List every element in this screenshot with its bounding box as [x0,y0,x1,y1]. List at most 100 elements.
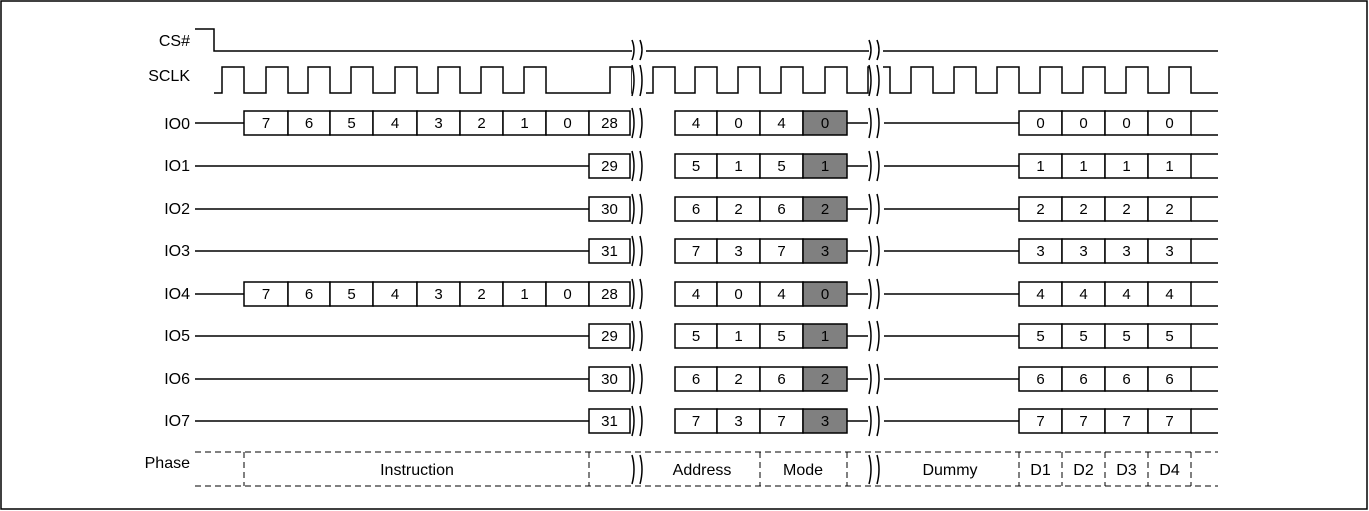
io6-address-bit: 6 [777,371,785,388]
io0-instruction-bit: 7 [262,115,270,132]
io2-data-tail [1191,196,1218,222]
io0-data-bit: 0 [1079,115,1087,132]
io3-data-tail [1191,238,1218,264]
io5-data-tail [1191,323,1218,349]
io7-data-bit-cell [1018,408,1063,434]
io7-address-bit: 3 [734,413,742,430]
break-b-5-left [868,235,872,267]
io4-instruction-bit: 4 [391,286,399,303]
break-a-2-right [639,107,643,139]
io0-instruction-bit-cell [459,110,504,136]
io1-data-bit-cell [1147,153,1192,179]
io0-address-bit-cell [674,110,718,136]
io2-address-bit: 6 [692,201,700,218]
io4-address-start-bit-cell [588,281,631,307]
io6-mode-bit-cell [802,366,848,392]
break-a-8-gap [632,364,646,394]
io4-instruction-bit-cell [329,281,374,307]
io6-address-start-bit-cell [588,366,631,392]
io6-address-bit: 2 [734,371,742,388]
io0-data-tail [1191,110,1218,136]
io1-address-bit: 5 [692,158,700,175]
io1-data-bit-cell [1061,153,1106,179]
break-b-4-gap [869,194,883,224]
cs-label: CS# [159,33,190,50]
break-a-0-left [631,39,635,61]
break-b-2-left [868,107,872,139]
io3-address-bit: 7 [777,243,785,260]
io2-data-bit: 2 [1036,201,1044,218]
break-b-0-gap [869,40,883,60]
io3-data-bit: 3 [1122,243,1130,260]
break-b-8-gap [869,364,883,394]
io4-data-bit: 4 [1122,286,1130,303]
io3-data-bit: 3 [1079,243,1087,260]
break-a-10-gap [632,455,646,484]
break-a-4-right [639,193,643,225]
io5-address-bit: 1 [734,328,742,345]
io0-address-bit-cell [759,110,804,136]
break-a-1-right [639,64,643,97]
break-a-2-gap [632,108,646,138]
io1-mode-bit: 1 [821,158,829,175]
io1-data-bit-cell [1018,153,1063,179]
break-a-5-left [631,235,635,267]
phase-mode: Mode [783,462,823,479]
io4-data-bit: 4 [1036,286,1044,303]
sclk-waveform [214,66,1218,94]
io1-label: IO1 [164,158,190,175]
io4-instruction-bit: 3 [434,286,442,303]
io2-address-bit-cell [759,196,804,222]
io2-address-bit: 2 [734,201,742,218]
io0-mode-bit: 0 [821,115,829,132]
break-a-9-left [631,405,635,437]
io7-address-bit: 7 [777,413,785,430]
io0-data-bit: 0 [1036,115,1044,132]
io0-instruction-bit: 6 [305,115,313,132]
io4-instruction-bit: 7 [262,286,270,303]
io1-address-start-bit-cell [588,153,631,179]
io7-address-bit: 7 [692,413,700,430]
break-b-3-left [868,150,872,182]
io2-data-bit: 2 [1165,201,1173,218]
break-b-6-left [868,278,872,310]
io4-instruction-bit: 5 [347,286,355,303]
break-b-5-right [876,235,880,267]
break-a-0-right [639,39,643,61]
io5-data-bit-cell [1147,323,1192,349]
break-b-7-gap [869,321,883,351]
io1-data-bit-cell [1104,153,1149,179]
io4-data-bit: 4 [1079,286,1087,303]
break-b-9-gap [869,406,883,436]
break-b-3-right [876,150,880,182]
io5-mode-bit-cell [802,323,848,349]
io0-instruction-bit: 5 [347,115,355,132]
break-b-2-gap [869,108,883,138]
io0-instruction-bit-cell [243,110,289,136]
io3-data-bit-cell [1147,238,1192,264]
break-a-7-gap [632,321,646,351]
io2-data-bit-cell [1061,196,1106,222]
break-b-10-gap [869,455,883,484]
io0-instruction-bit: 0 [563,115,571,132]
break-a-5-right [639,235,643,267]
io3-data-bit-cell [1018,238,1063,264]
break-a-7-left [631,320,635,352]
break-b-1-right [876,64,880,97]
phase-data-4: D4 [1159,462,1180,479]
io5-address-bit: 5 [692,328,700,345]
break-a-7-right [639,320,643,352]
io1-data-bit: 1 [1122,158,1130,175]
sclk-label: SCLK [148,68,190,85]
break-b-9-right [876,405,880,437]
io5-data-bit-cell [1061,323,1106,349]
break-b-0-right [876,39,880,61]
io1-address-bit: 1 [734,158,742,175]
phase-dummy: Dummy [922,462,977,479]
io6-data-bit: 6 [1079,371,1087,388]
io3-label: IO3 [164,243,190,260]
